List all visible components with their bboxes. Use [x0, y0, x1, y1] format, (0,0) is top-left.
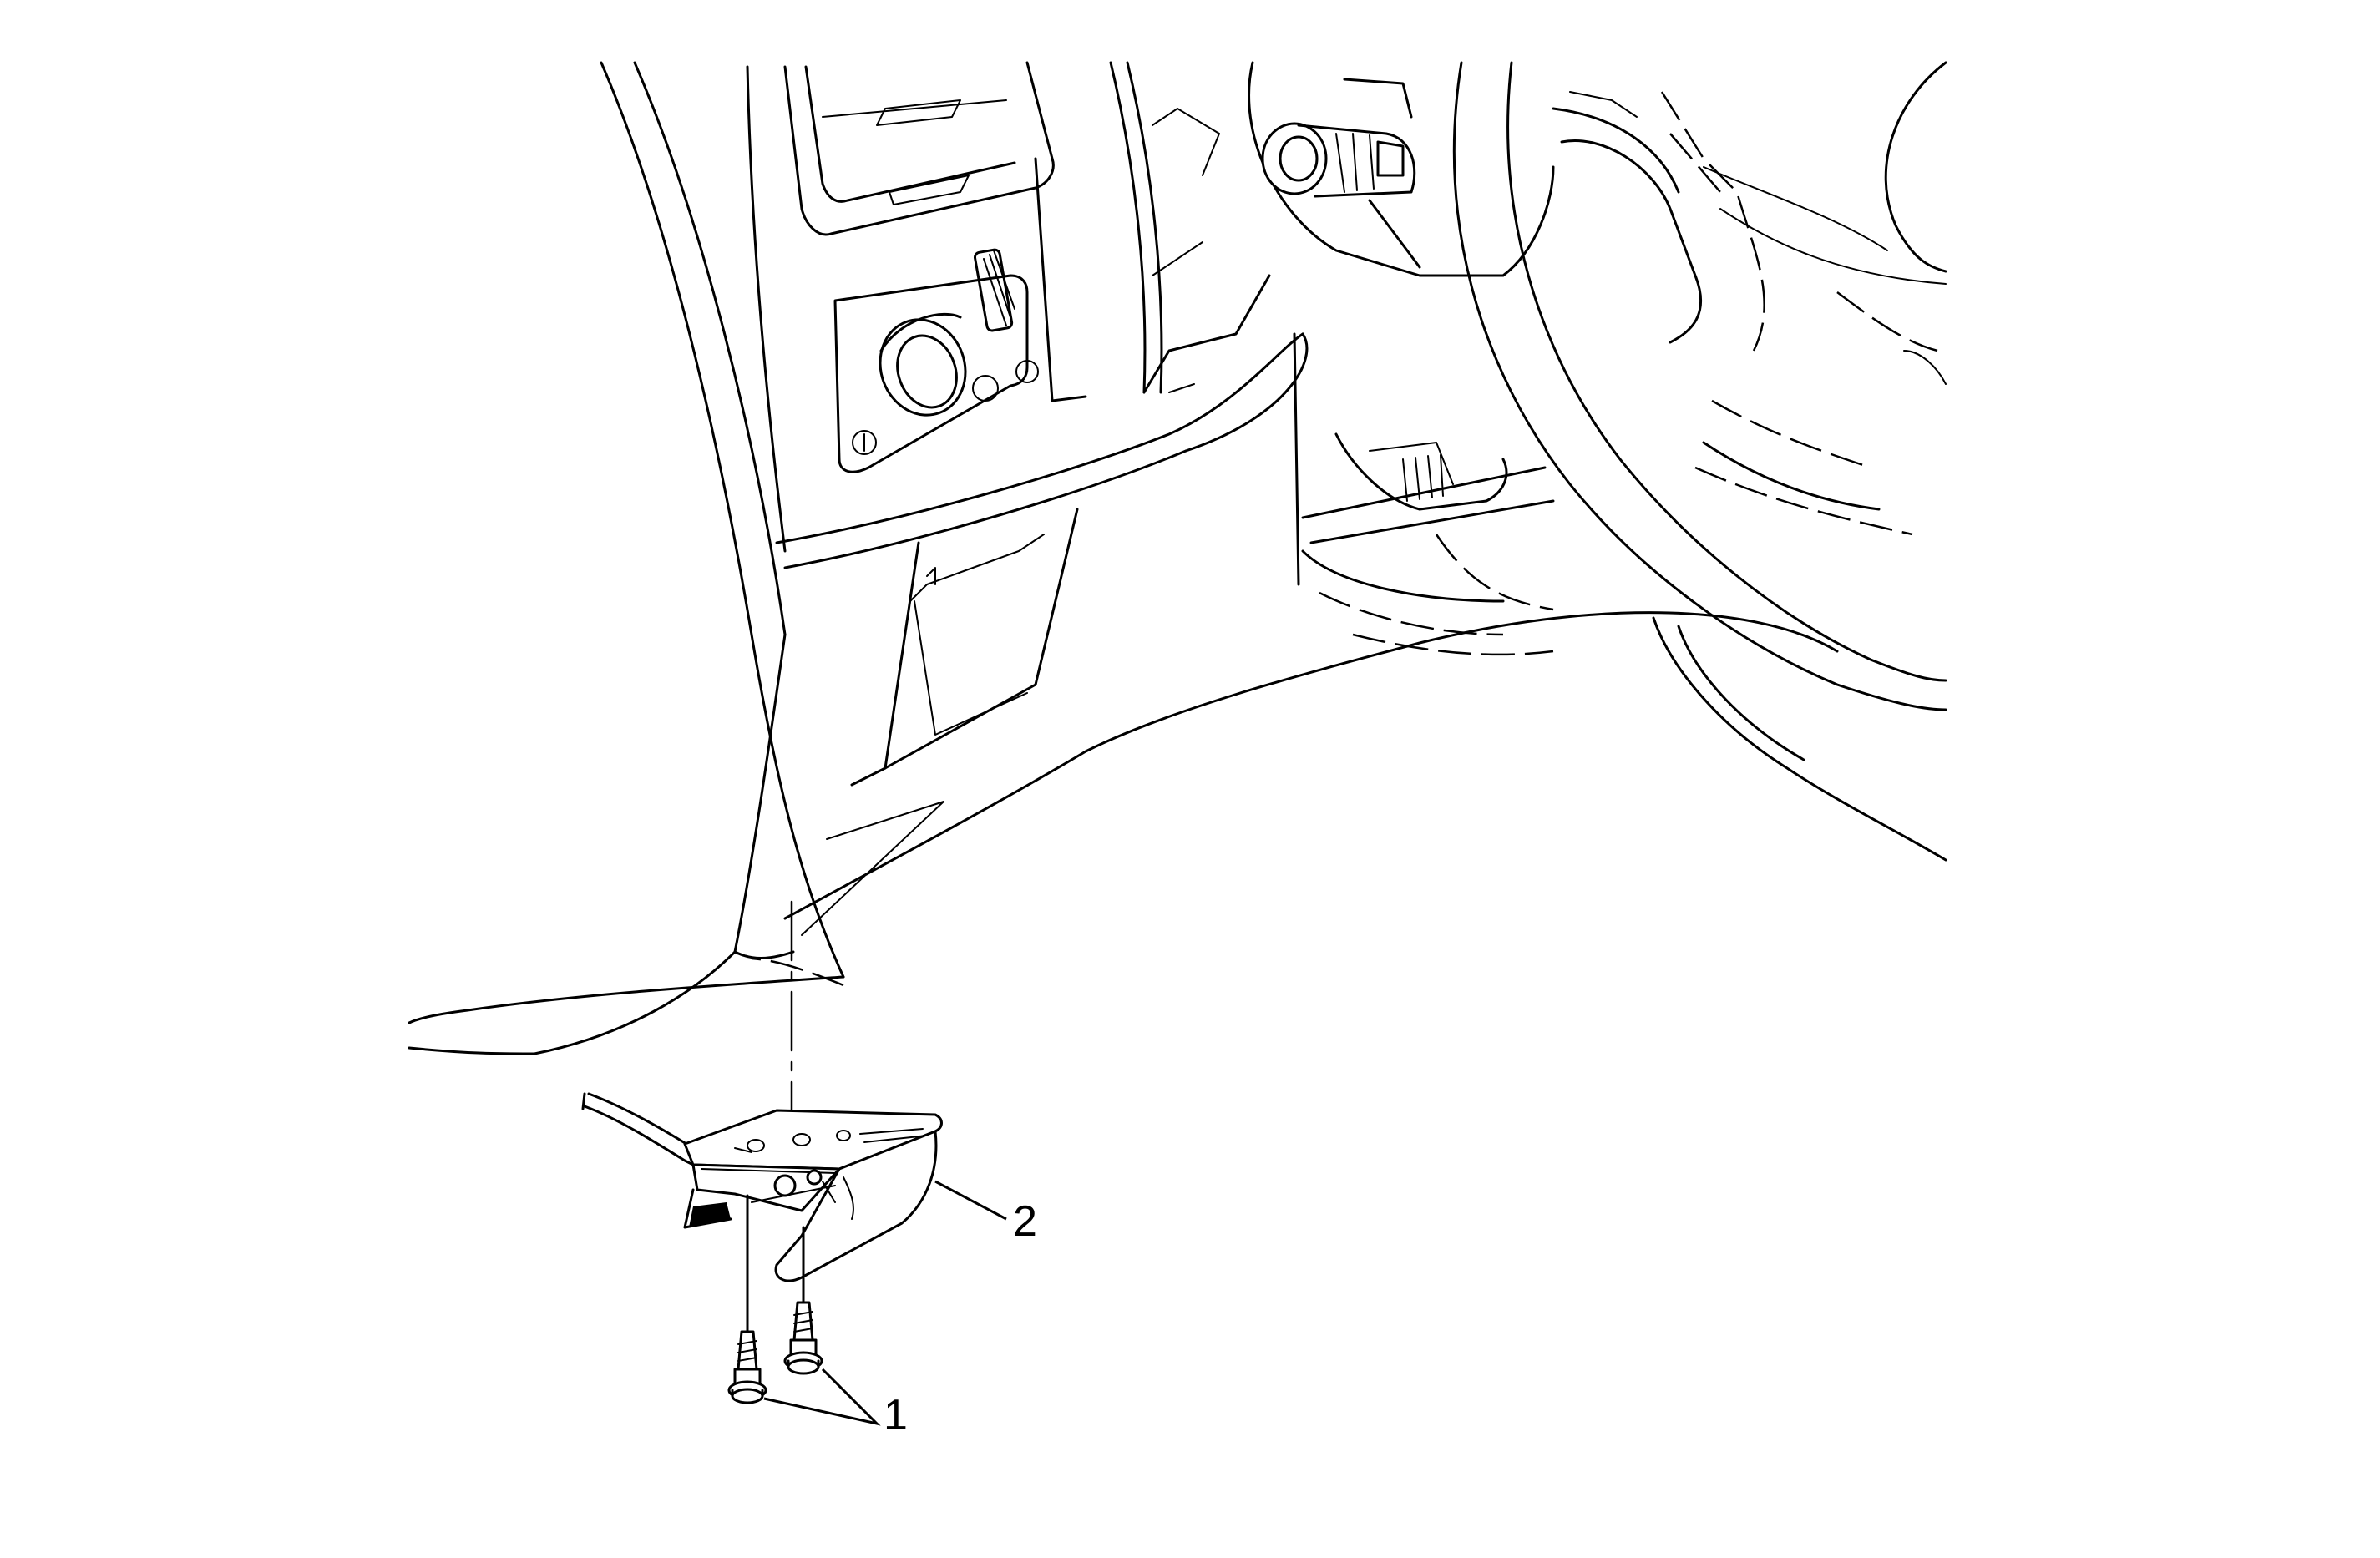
fastener-left — [727, 1330, 767, 1404]
callout-1-leader — [763, 1368, 881, 1426]
callout-2: 2 — [934, 1180, 1037, 1246]
callout-1: 1 — [763, 1368, 908, 1439]
bracket — [581, 1092, 943, 1282]
fasteners — [727, 1301, 823, 1404]
fastener-right — [783, 1301, 823, 1375]
callout-1-label: 1 — [884, 1391, 908, 1439]
callout-2-leader — [934, 1180, 1007, 1221]
callout-2-label: 2 — [1013, 1197, 1037, 1246]
instrument-panel — [408, 61, 1947, 1055]
